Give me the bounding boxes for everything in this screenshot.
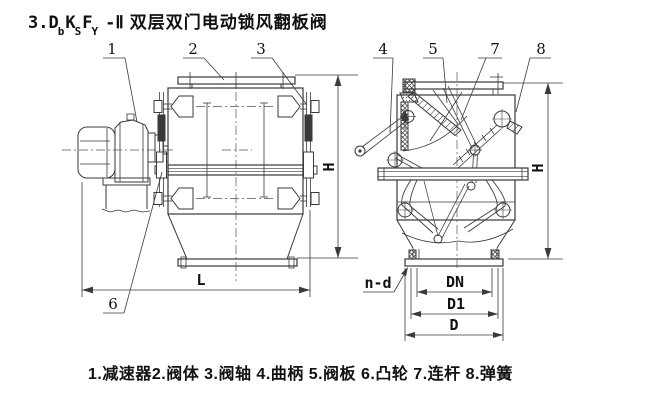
dim-d1: D1 xyxy=(410,268,499,319)
title-code-d-sub: b xyxy=(57,25,65,39)
part-label-8: 8 xyxy=(536,40,546,58)
front-valve-body xyxy=(167,87,304,281)
title-series: -Ⅱ xyxy=(105,13,124,33)
dim-l: L xyxy=(81,182,311,297)
dim-d1-label: D1 xyxy=(447,295,465,313)
motor-assembly xyxy=(62,113,176,213)
dim-d-label: D xyxy=(449,316,458,334)
part-label-7: 7 xyxy=(490,40,500,58)
dim-nd: n-d xyxy=(363,267,408,293)
title-code-f-sub: Y xyxy=(91,25,99,39)
valve-plate xyxy=(407,91,462,137)
part-label-5: 5 xyxy=(428,40,438,58)
part-label-4: 4 xyxy=(378,40,388,58)
front-top-flange xyxy=(177,72,296,89)
part-label-3: 3 xyxy=(256,40,266,58)
front-view: H L 1 2 3 6 xyxy=(62,40,358,314)
dim-nd-label: n-d xyxy=(364,274,391,292)
section-tie-bar xyxy=(377,167,529,181)
front-part-labels: 1 2 3 6 xyxy=(103,40,308,314)
dim-dn: DN xyxy=(416,268,493,297)
drawing-title: 3.DbKSFY -Ⅱ 双层双门电动锁风翻板阀 xyxy=(28,8,328,39)
title-chinese-name: 双层双门电动锁风翻板阀 xyxy=(129,13,328,32)
part-label-1: 1 xyxy=(107,40,117,58)
dim-h-front-label: H xyxy=(320,162,338,171)
parts-legend: 1.减速器2.阀体 3.阀轴 4.曲柄 5.阀板 6.凸轮 7.连杆 8.弹簧 xyxy=(88,366,513,383)
title-code-d: D xyxy=(48,13,59,33)
title-code-k-sub: S xyxy=(74,25,82,39)
dim-h-front: H xyxy=(295,74,358,259)
dim-d: D xyxy=(404,268,504,341)
title-number: 3. xyxy=(28,13,49,33)
front-funnel xyxy=(167,213,304,269)
section-part-labels: 4 5 7 8 xyxy=(373,40,551,134)
title-code-k: K xyxy=(65,13,76,33)
front-side-rods xyxy=(153,92,320,207)
section-view: H DN D1 D xyxy=(354,40,563,341)
part-label-6: 6 xyxy=(108,295,118,313)
dim-h-section-label: H xyxy=(529,163,547,172)
title-code-f: F xyxy=(82,13,93,33)
dim-dn-label: DN xyxy=(446,273,464,291)
part-label-2: 2 xyxy=(188,40,198,58)
dim-l-label: L xyxy=(196,271,205,289)
section-lower-mechanism xyxy=(396,179,514,244)
dim-h-section: H xyxy=(503,82,563,260)
section-funnel xyxy=(396,219,516,267)
